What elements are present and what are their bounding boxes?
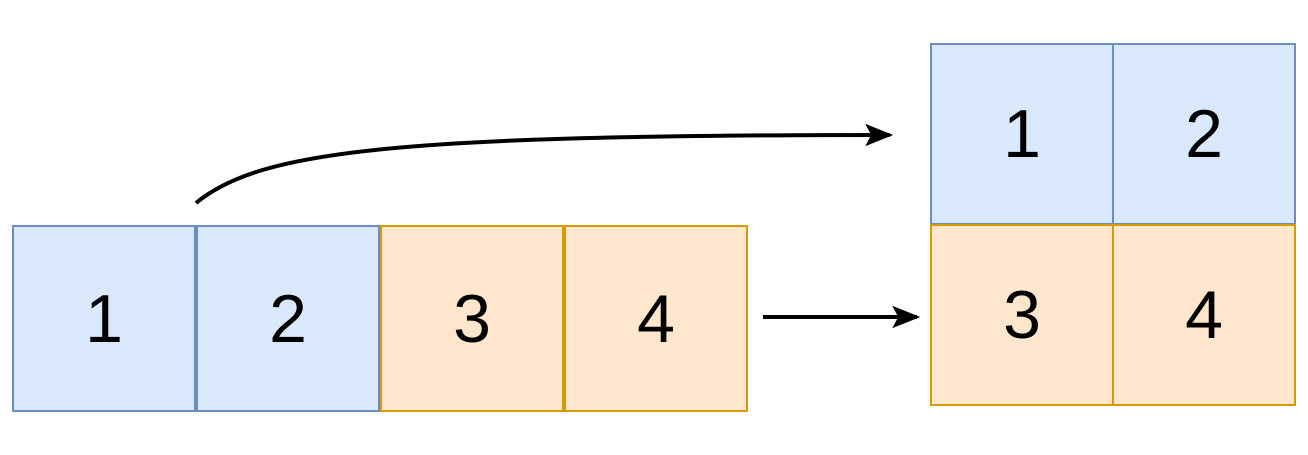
source-cell-1: 2	[196, 225, 380, 412]
source-cell-3-value: 4	[637, 280, 675, 357]
result-cell-r0-c0: 1	[930, 43, 1114, 225]
result-cell-r1-c1: 4	[1112, 224, 1296, 406]
result-2d-matrix: 1 2 3 4	[930, 43, 1296, 406]
source-1d-array: 1 2 3 4	[12, 225, 748, 412]
result-cell-r0-c0-value: 1	[1003, 96, 1041, 172]
result-cell-r0-c1-value: 2	[1185, 96, 1223, 172]
source-cell-1-value: 2	[269, 280, 307, 357]
result-cell-r1-c1-value: 4	[1185, 277, 1223, 353]
source-cell-3: 4	[564, 225, 748, 412]
result-cell-r0-c1: 2	[1112, 43, 1296, 225]
result-cell-r1-c0: 3	[930, 224, 1114, 406]
source-cell-2-value: 3	[453, 280, 491, 357]
result-cell-r1-c0-value: 3	[1003, 277, 1041, 353]
source-cell-0-value: 1	[85, 280, 123, 357]
curved-arrow-row1	[194, 123, 894, 205]
source-cell-0: 1	[12, 225, 196, 412]
source-cell-2: 3	[380, 225, 564, 412]
